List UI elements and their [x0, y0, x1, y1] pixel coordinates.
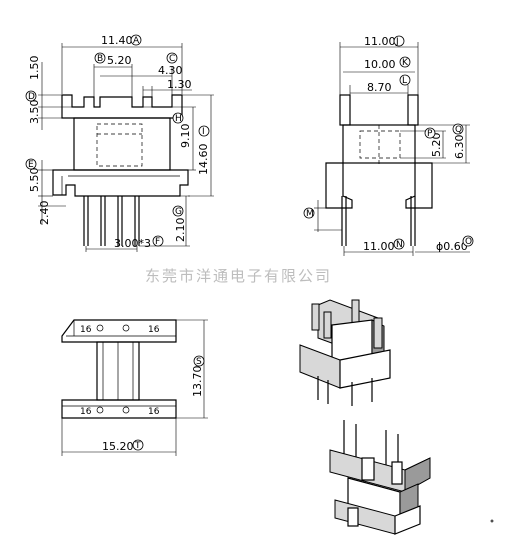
svg-text:F: F	[155, 237, 160, 247]
svg-text:H: H	[175, 114, 182, 124]
front-view: 11.40 A 5.20 B 4.30 C 1.30 1.50 3.50 D 9…	[25, 34, 214, 252]
top-view: 16 16 16 16 13.70 S 15.20 T	[61, 319, 208, 456]
dim-2-10: 2.10	[174, 218, 187, 243]
svg-text:B: B	[97, 54, 103, 64]
svg-text:P: P	[427, 129, 433, 139]
isometric-view-1	[299, 299, 391, 406]
dim-8-70: 8.70	[367, 81, 392, 94]
dim-3-00x3: 3.00*3	[114, 237, 151, 250]
svg-text:16: 16	[148, 325, 160, 335]
svg-text:Q: Q	[455, 125, 462, 135]
dim-5-20: 5.20	[107, 54, 132, 67]
dim-2-40: 2.40	[38, 201, 51, 226]
company-watermark: 东莞市洋通电子有限公司	[145, 267, 332, 285]
svg-text:T: T	[134, 441, 141, 451]
svg-text:C: C	[169, 54, 175, 64]
svg-text:16: 16	[80, 325, 92, 335]
dim-4-30: 4.30	[158, 64, 183, 77]
dim-11-40: 11.40	[101, 34, 133, 47]
svg-text:16: 16	[80, 407, 92, 417]
dim-3-50: 3.50	[28, 100, 41, 125]
dim-10-00: 10.00	[364, 58, 396, 71]
svg-text:G: G	[175, 207, 182, 217]
dim-5-50: 5.50	[28, 168, 41, 193]
side-bottom-flange	[325, 162, 353, 209]
svg-text:D: D	[28, 92, 35, 102]
corner-dot	[490, 519, 494, 523]
svg-text:K: K	[402, 58, 409, 68]
dim-9-10: 9.10	[179, 124, 192, 149]
dim-11-00-top: 11.00	[364, 35, 396, 48]
svg-text:16: 16	[148, 407, 160, 417]
front-bottom-flange	[52, 169, 189, 197]
side-view: 11.00 J 10.00 K 8.70 L 5.20 P 6.30 Q M 1	[303, 35, 474, 256]
svg-text:A: A	[133, 36, 140, 46]
svg-text:S: S	[196, 357, 202, 367]
dim-11-00-bottom: 11.00	[363, 240, 395, 253]
svg-text:I: I	[202, 127, 205, 137]
dim-14-60: 14.60	[197, 144, 210, 176]
svg-text:E: E	[28, 160, 34, 170]
front-top-flange	[61, 94, 183, 119]
svg-text:M: M	[306, 209, 314, 219]
dim-pin-diameter: ϕ0.60	[436, 240, 468, 253]
svg-text:J: J	[395, 37, 399, 47]
dim-1-30: 1.30	[167, 78, 192, 91]
dim-15-20: 15.20	[102, 440, 134, 453]
dim-5-20-side: 5.20	[430, 133, 443, 158]
dim-1-50: 1.50	[28, 56, 41, 81]
svg-text:L: L	[402, 76, 407, 86]
isometric-view-2	[329, 420, 431, 535]
svg-text:N: N	[396, 240, 403, 250]
svg-text:O: O	[465, 237, 472, 247]
front-body	[73, 117, 171, 171]
front-core-window	[96, 123, 143, 167]
dim-13-70: 13.70	[191, 366, 204, 398]
dim-6-30: 6.30	[453, 135, 466, 160]
